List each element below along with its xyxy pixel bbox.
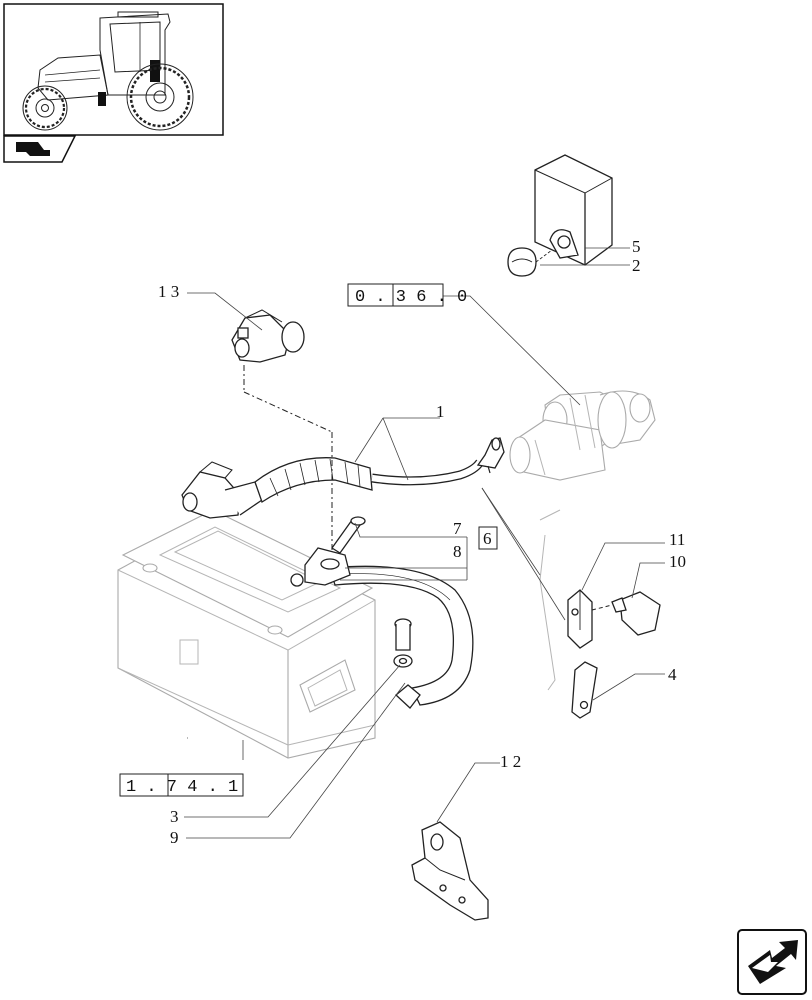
callout-12: 1 2: [500, 752, 521, 771]
mounting-bracket: [571, 661, 598, 719]
relay-box: [534, 154, 613, 266]
callout-6: 6: [483, 529, 492, 548]
terminal-cover: [231, 309, 305, 363]
callout-1: 1: [436, 402, 445, 421]
callout-10: 10: [669, 552, 686, 571]
callout-5: 5: [632, 237, 641, 256]
callout-8: 8: [453, 542, 462, 561]
next-page-arrow-icon[interactable]: [737, 929, 807, 995]
leader-lines: [184, 247, 665, 839]
callout-11: 11: [669, 530, 685, 549]
tractor-thumbnail[interactable]: [3, 3, 224, 136]
starter-reference-box[interactable]: 0 . 3 6 . 0: [347, 283, 467, 307]
support-bracket: [411, 821, 489, 921]
cable-clamp: [591, 591, 661, 636]
strap-bolt: [331, 516, 366, 554]
callout-6-box: [478, 526, 498, 550]
callout-3: 3: [170, 807, 179, 826]
battery-bolt-and-washer: [393, 618, 413, 668]
starter-motor: [509, 390, 656, 481]
battery-cable: [181, 437, 505, 519]
catalog-icon[interactable]: [3, 135, 77, 163]
starter-reference-label: 0 . 3 6 . 0: [355, 288, 467, 307]
terminal-cap: [507, 247, 553, 277]
callout-7: 7: [453, 519, 462, 538]
cable-clip: [567, 589, 593, 649]
callout-9: 9: [170, 828, 179, 847]
callout-2: 2: [632, 256, 641, 275]
callout-4: 4: [668, 665, 677, 684]
battery-reference-label: 1 . 7 4 . 1: [126, 778, 238, 797]
callout-13: 1 3: [158, 282, 179, 301]
battery-reference-box[interactable]: 1 . 7 4 . 1: [119, 773, 244, 797]
